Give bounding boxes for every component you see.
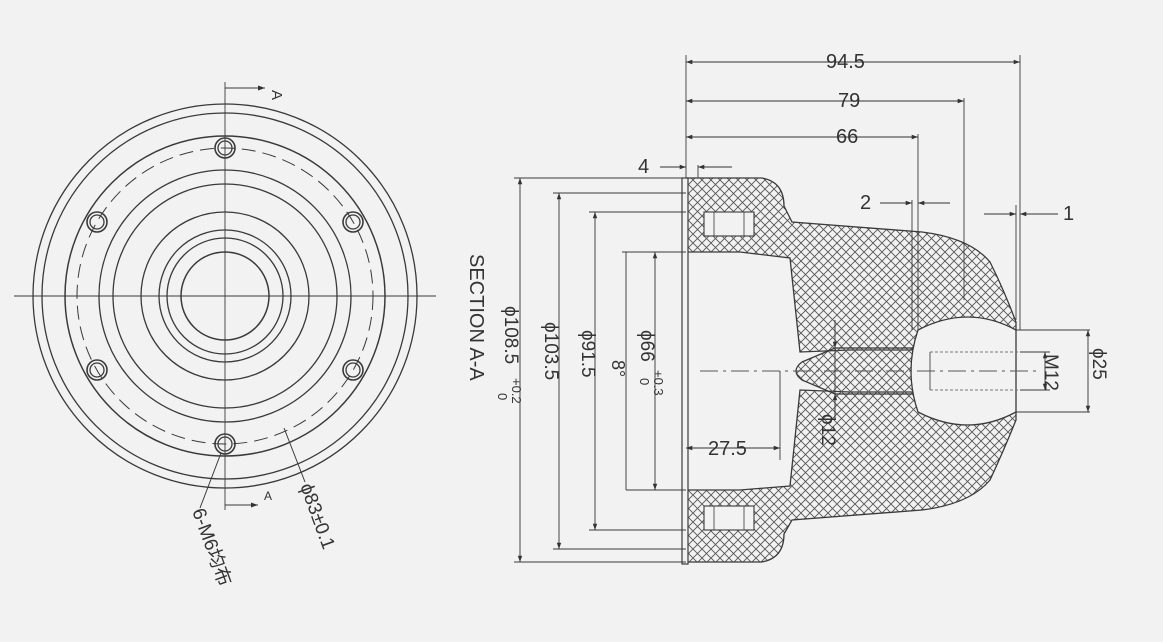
- dim-d66-tol-dn: 0: [637, 378, 652, 385]
- section-mark-bottom: A: [264, 489, 272, 503]
- outer-circle: [32, 103, 418, 489]
- dim-2: 2: [860, 192, 871, 214]
- dim-66: 66: [836, 126, 858, 148]
- front-view: [14, 82, 436, 510]
- ring-circle-2: [112, 183, 338, 409]
- bolt-holes: [86, 137, 364, 455]
- bore-circle: [180, 251, 270, 341]
- outer-circle-2: [41, 112, 409, 480]
- dim-27-5: 27.5: [708, 438, 747, 460]
- dim-94-5: 94.5: [826, 51, 865, 73]
- dim-d103: ϕ103.5: [540, 322, 561, 380]
- dim-d12: ϕ12: [817, 414, 838, 446]
- flange-circle: [64, 135, 386, 457]
- dim-m12: M12: [1040, 354, 1061, 391]
- dim-d108: ϕ108.5: [500, 306, 521, 364]
- bolt-inserts: [703, 211, 755, 531]
- flange-plate: [681, 177, 689, 565]
- dim-d108-tol-dn: 0: [495, 393, 510, 400]
- ring-circle-1: [98, 169, 352, 423]
- bolt-leader: [199, 452, 222, 509]
- dim-d25: ϕ25: [1088, 348, 1109, 380]
- dim-d66-tol-up: +0.3: [651, 370, 666, 396]
- dim-1: 1: [1063, 203, 1074, 225]
- hub-circle-2: [166, 237, 284, 355]
- dim-d91: ϕ91.5: [577, 330, 598, 378]
- pcd-leader: [283, 427, 306, 483]
- pcd-callout: ϕ83±0.1: [295, 481, 338, 553]
- section-mark-top: A: [268, 90, 285, 100]
- bolt-callout: 6-M6均布: [187, 505, 235, 589]
- dim-d108-tol-up: +0.2: [509, 378, 524, 404]
- dim-79: 79: [838, 90, 860, 112]
- section-title: SECTION A-A: [465, 254, 487, 381]
- dim-d66: ϕ66: [636, 330, 657, 362]
- section-view: 94.5 79 66 4 2 1 27.5 SECTION A-A ϕ108.5…: [465, 51, 1109, 565]
- ring-circle-3: [140, 211, 310, 381]
- pcd-circle: [76, 147, 374, 445]
- dim-4: 4: [638, 156, 649, 178]
- hub-circle-1: [158, 229, 292, 363]
- dim-angle: 8°: [608, 360, 628, 377]
